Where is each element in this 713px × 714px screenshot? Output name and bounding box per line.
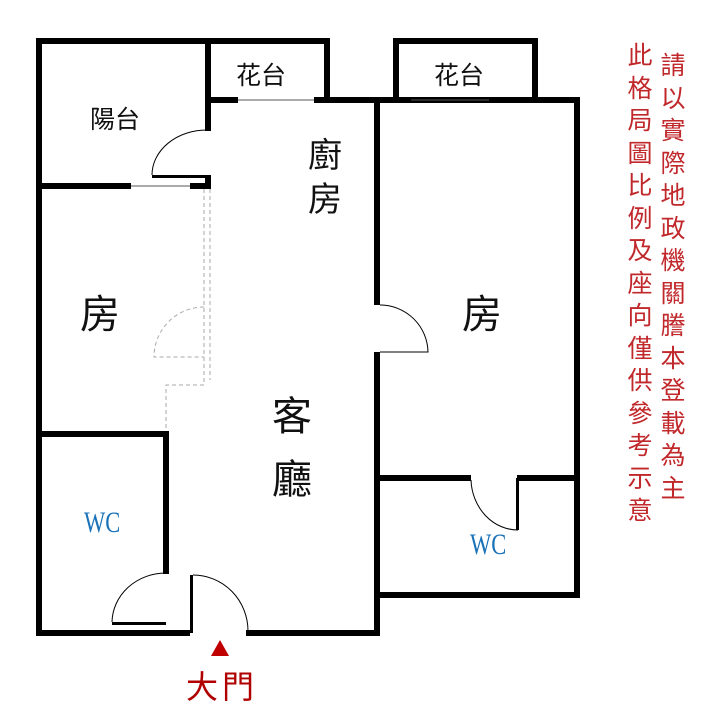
kitchen-label-1: 廚 xyxy=(308,136,342,176)
planter-left-label: 花台 xyxy=(236,61,287,90)
wc-right-door-arc xyxy=(470,479,519,531)
entrance-arrow-icon xyxy=(211,640,229,656)
bedroom-left-label: 房 xyxy=(80,292,120,338)
removed-partition xyxy=(153,189,211,431)
balcony-door-arc xyxy=(151,129,208,176)
wc-left-door-arc xyxy=(111,572,167,623)
bedroom-right-label: 房 xyxy=(462,292,502,338)
living-room-label-1: 客 xyxy=(272,394,312,440)
planter-right-label: 花台 xyxy=(434,61,485,90)
wc-left-label: WC xyxy=(84,506,121,539)
balcony-label: 陽台 xyxy=(90,105,141,134)
disclaimer-line-1: 請以實際地政機關謄本登載為主 xyxy=(660,51,686,503)
living-room-label-2: 廳 xyxy=(272,457,312,503)
door-swings xyxy=(111,129,519,632)
windows xyxy=(131,99,489,187)
kitchen-label-2: 房 xyxy=(308,180,342,220)
disclaimer-line-2: 此格局圖比例及座向僅供參考示意 xyxy=(627,41,653,525)
entrance-label: 大門 xyxy=(186,668,259,706)
bedroom-right-door-arc xyxy=(379,304,429,353)
wc-right-label: WC xyxy=(470,528,507,561)
entrance-door-arc xyxy=(192,574,249,632)
